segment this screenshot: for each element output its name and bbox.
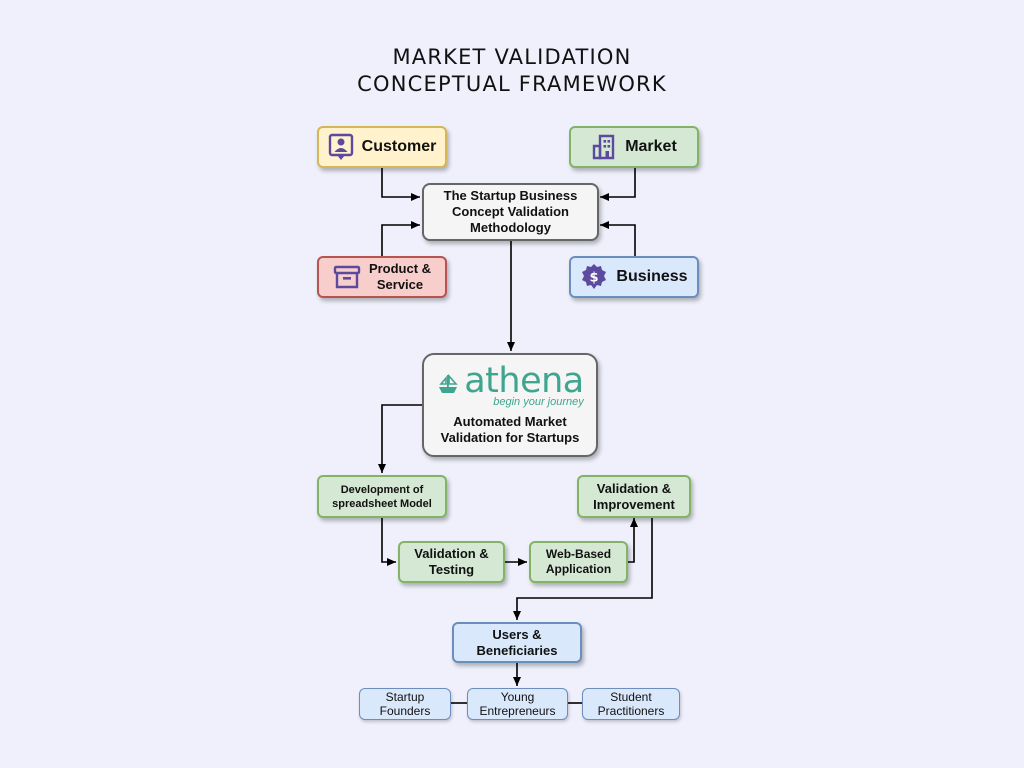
title-line-1: MARKET VALIDATION	[392, 45, 632, 69]
startup-founders-node[interactable]: Startup Founders	[359, 688, 451, 720]
title-line-2: CONCEPTUAL FRAMEWORK	[357, 72, 667, 96]
edge-market-methodology	[600, 168, 636, 201]
spreadsheet-node[interactable]: Development of spreadsheet Model	[317, 475, 447, 518]
customer-node[interactable]: Customer	[317, 126, 447, 168]
startup-founders-label: Startup Founders	[379, 690, 431, 718]
edge-product-methodology	[381, 221, 420, 256]
web-app-label: Web-Based Application	[545, 547, 612, 576]
edge-improvement-users	[513, 518, 653, 620]
validation-improvement-node[interactable]: Validation & Improvement	[577, 475, 691, 518]
student-practitioners-node[interactable]: Student Practitioners	[582, 688, 680, 720]
market-node[interactable]: Market	[569, 126, 699, 168]
building-icon	[591, 133, 617, 161]
validation-improvement-label: Validation & Improvement	[593, 480, 675, 512]
spreadsheet-label: Development of spreadsheet Model	[332, 483, 432, 510]
archive-box-icon	[333, 264, 361, 290]
athena-wordmark: athena	[464, 361, 584, 401]
methodology-label: The Startup Business Concept Validation …	[443, 188, 578, 235]
edge-spreadsheet-testing	[381, 518, 396, 566]
student-practitioners-label: Student Practitioners	[597, 690, 665, 718]
athena-node[interactable]: athena begin your journey Automated Mark…	[422, 353, 598, 457]
edge-athena-spreadsheet	[378, 404, 422, 473]
young-entrepreneurs-label: Young Entrepreneurs	[479, 690, 556, 718]
ship-icon	[436, 373, 460, 400]
market-label: Market	[625, 138, 677, 155]
product-service-label: Product & Service	[368, 261, 432, 292]
business-label: Business	[616, 268, 688, 285]
athena-tagline: begin your journey	[493, 396, 584, 408]
athena-caption: Automated Market Validation for Startups	[440, 414, 580, 445]
methodology-node[interactable]: The Startup Business Concept Validation …	[422, 183, 599, 241]
customer-label: Customer	[361, 138, 437, 155]
athena-logo: athena begin your journey	[436, 364, 584, 408]
diagram-title: MARKET VALIDATION CONCEPTUAL FRAMEWORK	[0, 44, 1024, 98]
edge-webapp-improvement	[628, 518, 638, 563]
web-app-node[interactable]: Web-Based Application	[529, 541, 628, 583]
edge-business-methodology	[600, 221, 636, 256]
users-node[interactable]: Users & Beneficiaries	[452, 622, 582, 663]
users-label: Users & Beneficiaries	[476, 626, 558, 658]
validation-testing-label: Validation & Testing	[414, 546, 489, 577]
edge-customer-methodology	[381, 168, 420, 201]
svg-text:$: $	[590, 271, 599, 286]
contact-user-icon	[328, 133, 354, 161]
dollar-badge-icon: $	[580, 263, 608, 291]
validation-testing-node[interactable]: Validation & Testing	[398, 541, 505, 583]
product-service-node[interactable]: Product & Service	[317, 256, 447, 298]
young-entrepreneurs-node[interactable]: Young Entrepreneurs	[467, 688, 568, 720]
business-node[interactable]: $ Business	[569, 256, 699, 298]
